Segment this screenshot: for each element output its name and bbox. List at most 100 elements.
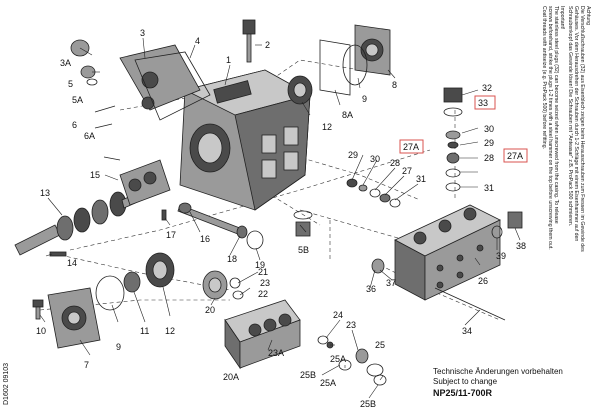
- pin-17: [161, 209, 167, 221]
- label-27: 27: [402, 166, 412, 176]
- seal-19: [246, 230, 264, 250]
- label-24: 24: [333, 310, 343, 320]
- side-note-en-line-2: screws beforehand, strike the plugs 1-2 …: [547, 6, 553, 250]
- part-labels: 1 2 3 3A 4 5 5A 6 6A 7 8 8A 9 9 10 11 12…: [36, 28, 526, 409]
- oil-filler-cap: [242, 19, 256, 63]
- label-3a: 3A: [60, 58, 71, 68]
- svg-text:Achtung: Achtung: [585, 6, 591, 25]
- label-25a: 25A: [330, 354, 346, 364]
- bearing-flange-8: [354, 24, 391, 76]
- drawing-code: D1602 09103: [3, 363, 10, 405]
- label-25b-2: 25B: [360, 399, 376, 409]
- bolt-34: [434, 287, 506, 321]
- label-14: 14: [67, 258, 77, 268]
- label-17: 17: [166, 230, 176, 240]
- label-22: 22: [258, 289, 268, 299]
- label-9: 9: [362, 94, 367, 104]
- screw-10: [32, 299, 44, 320]
- seal-block-20a: [224, 299, 301, 370]
- side-note-de-line-2: Gehäuses. Vor dem Herausdrehen der Schra…: [573, 6, 579, 241]
- label-25a-2: 25A: [320, 378, 336, 388]
- side-note-en-line-1: The stainless steel plugs (32) can becom…: [553, 6, 559, 224]
- label-25: 25: [375, 340, 385, 350]
- label-29-right: 29: [484, 138, 494, 148]
- label-23a: 23A: [268, 348, 284, 358]
- side-note-de-line-1: Die Verschlußschrauben (32) aus Eisenble…: [579, 6, 585, 252]
- seal-21: [229, 277, 241, 289]
- label-3: 3: [140, 28, 145, 38]
- label-28: 28: [390, 158, 400, 168]
- ring-25a: [338, 359, 352, 371]
- manifold-26: [394, 204, 501, 301]
- label-25b: 25B: [300, 370, 316, 380]
- side-note: Achtung Die Verschlußschrauben (32) aus …: [541, 6, 591, 252]
- label-27a-right: 27A: [507, 151, 523, 161]
- plunger-16: [177, 202, 246, 237]
- label-27a-left: 27A: [403, 142, 419, 152]
- side-note-en-line-3: Coat threads with antiseize (e.g. ProPac…: [541, 6, 547, 149]
- label-26: 26: [478, 276, 488, 286]
- footer-model: NP25/11-700R: [433, 388, 493, 398]
- o-ring-9: [342, 44, 368, 86]
- label-39: 39: [496, 251, 506, 261]
- seal-11: [123, 271, 141, 293]
- label-30: 30: [370, 154, 380, 164]
- plug-38: [507, 211, 523, 229]
- label-11: 11: [140, 326, 149, 336]
- label-7: 7: [84, 360, 89, 370]
- label-38: 38: [516, 241, 526, 251]
- label-9-bottom: 9: [116, 342, 121, 352]
- seal-23: [317, 335, 329, 345]
- label-31-right: 31: [484, 183, 494, 193]
- label-12-bottom: 12: [165, 326, 175, 336]
- label-8: 8: [392, 80, 397, 90]
- label-4: 4: [195, 36, 200, 46]
- label-5a: 5A: [72, 95, 83, 105]
- gasket-8a: [319, 39, 351, 96]
- ring-25b: [373, 374, 387, 386]
- label-1: 1: [226, 55, 231, 65]
- label-2: 2: [265, 40, 270, 50]
- label-20: 20: [205, 305, 215, 315]
- screw-6: [94, 105, 116, 129]
- ring-22: [232, 290, 244, 300]
- label-34: 34: [462, 326, 472, 336]
- footer: Technische Änderungen vorbehalten Subjec…: [433, 367, 563, 398]
- footer-line-1: Technische Änderungen vorbehalten: [433, 367, 563, 376]
- bearing-12-top: [287, 75, 313, 105]
- bearing-12-bottom: [145, 252, 175, 288]
- label-36: 36: [366, 284, 376, 294]
- label-23: 23: [260, 278, 270, 288]
- label-29: 29: [348, 150, 358, 160]
- plug-5b: [293, 210, 313, 237]
- cover-plate: [119, 44, 211, 121]
- plug-37: [371, 258, 385, 274]
- label-16: 16: [200, 234, 210, 244]
- seal-housing-20: [202, 270, 228, 300]
- connecting-rods: [103, 156, 171, 206]
- label-8a: 8A: [342, 110, 353, 120]
- label-31: 31: [416, 174, 426, 184]
- label-13: 13: [40, 188, 50, 198]
- label-37: 37: [386, 278, 396, 288]
- footer-line-2: Subject to change: [433, 377, 498, 386]
- boxed-labels: 33 27A 27A: [399, 95, 528, 163]
- label-6: 6: [72, 120, 77, 130]
- o-ring-9-bottom: [95, 275, 125, 311]
- side-note-de-line-3: Schraubenkopf das Gewinde lösen! Die Sch…: [567, 6, 573, 226]
- label-30-right: 30: [484, 124, 494, 134]
- label-20a: 20A: [223, 372, 239, 382]
- valve-25: [355, 348, 384, 377]
- label-33: 33: [478, 98, 488, 108]
- label-18: 18: [227, 254, 237, 264]
- label-6a: 6A: [84, 131, 95, 141]
- bearing-cover-7: [47, 287, 101, 349]
- crankcase: [179, 69, 312, 211]
- label-32: 32: [482, 83, 492, 93]
- leader-lines: [39, 37, 521, 399]
- valve-stack-right: [443, 87, 463, 192]
- label-12-top: 12: [322, 122, 332, 132]
- side-note-en-heading: Important!: [559, 6, 565, 29]
- oil-seal-18: [236, 225, 248, 239]
